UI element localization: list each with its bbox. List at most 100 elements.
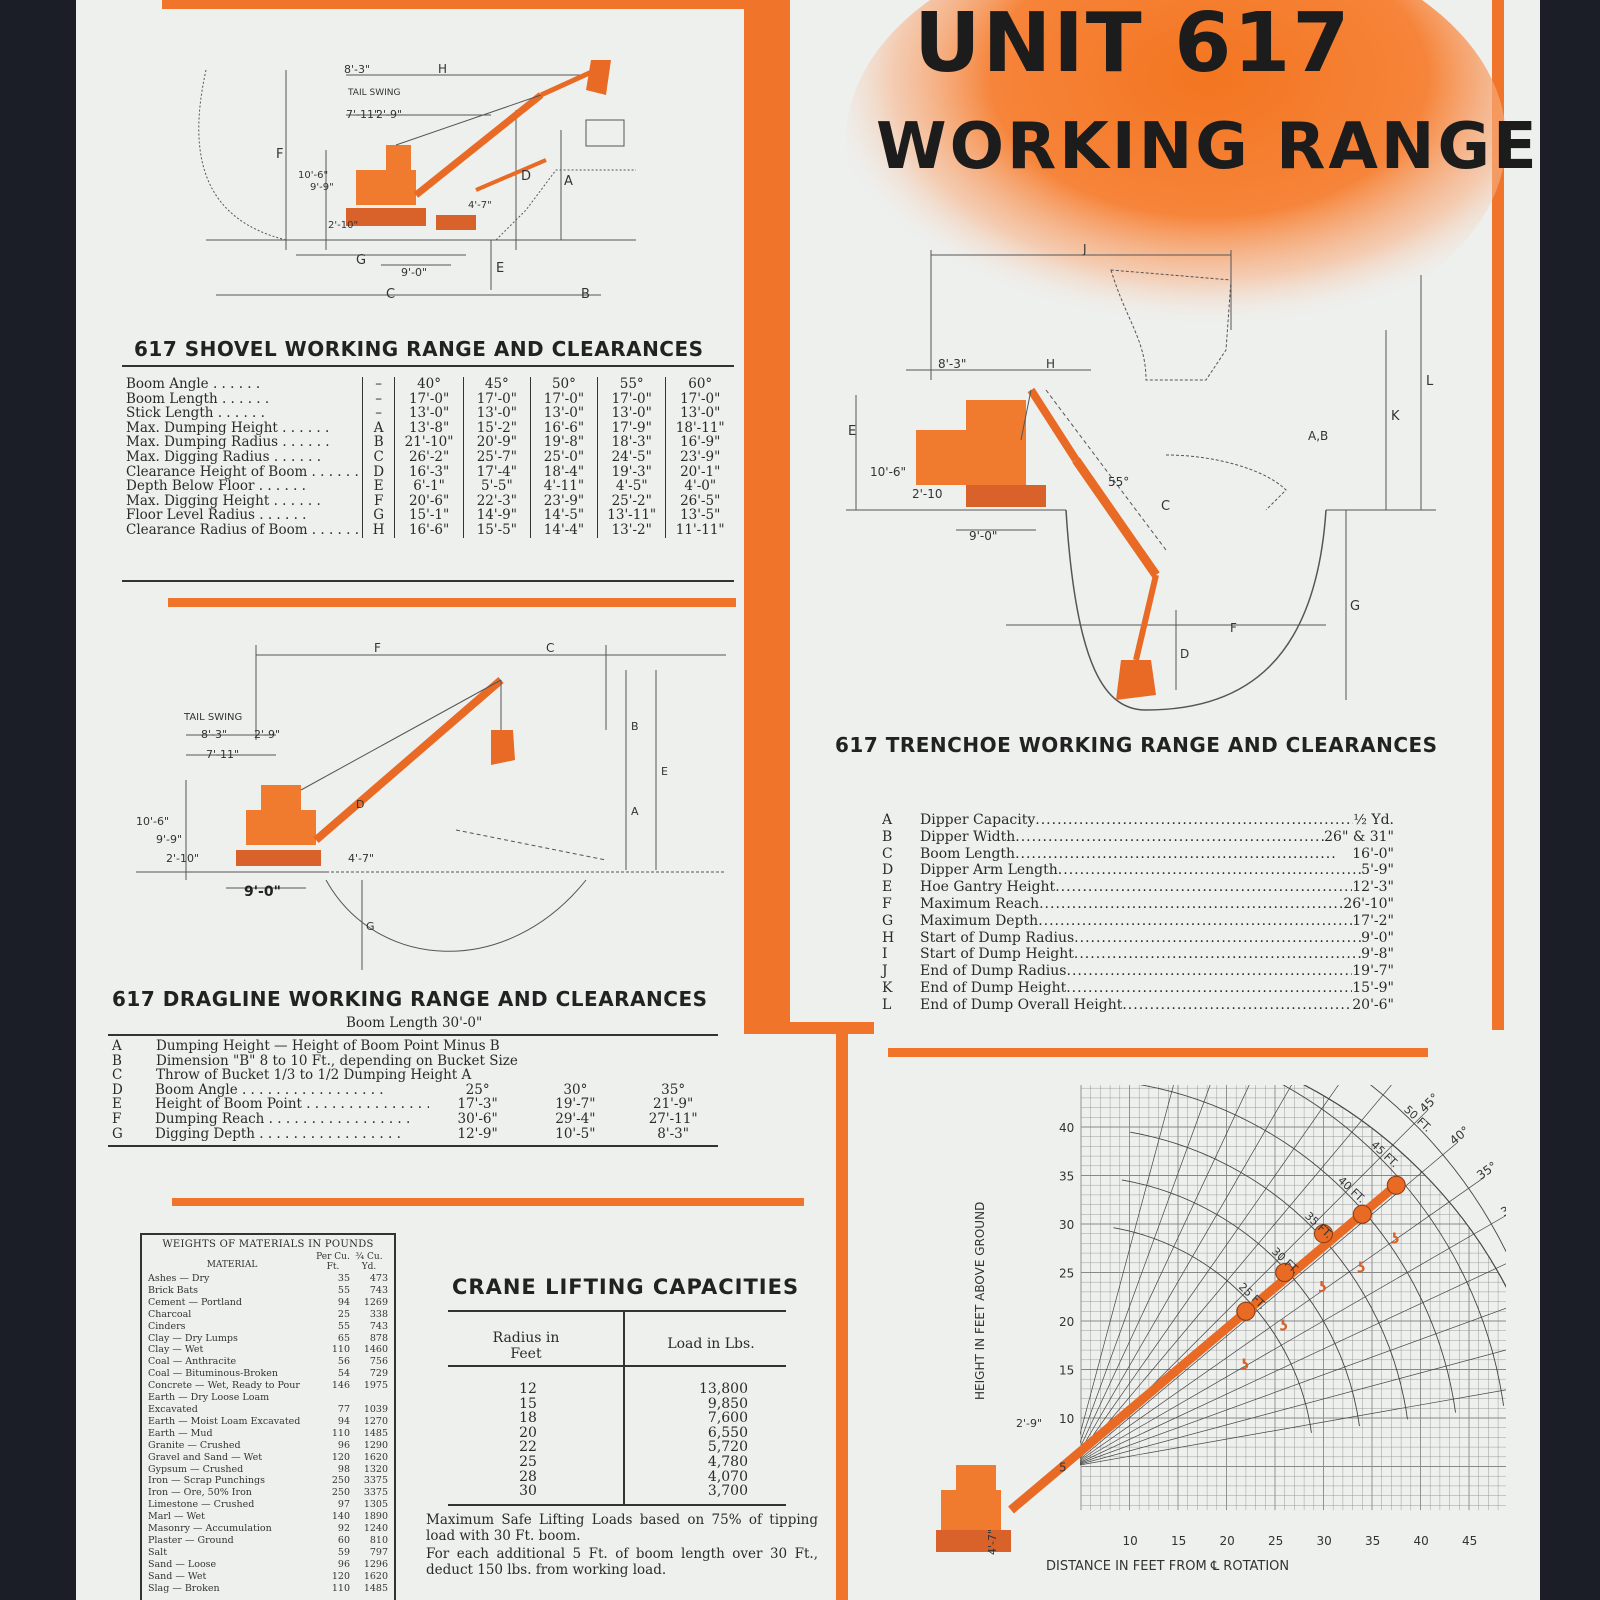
shovel-row-key: C (362, 450, 395, 465)
shovel-row-key: A (362, 421, 395, 436)
hook-icon: ʖ (1280, 1319, 1288, 1335)
shovel-dim-tail: TAIL SWING (347, 88, 400, 98)
crane-radius: 22 (519, 1439, 537, 1456)
shovel-dim-g: G (356, 253, 366, 268)
drag-dim-g: G (366, 920, 375, 933)
drag-dim-e: E (661, 765, 668, 778)
drag-dim-a: A (631, 805, 639, 818)
shovel-dim-90: 9'-0" (401, 266, 427, 279)
material-cuft: 120 (331, 1451, 350, 1463)
boom-arc (1369, 1085, 1506, 1253)
shovel-cell: 15'-1" (394, 508, 464, 523)
material-name: Earth — Mud (148, 1427, 213, 1439)
shovel-dim-210: 2'-10" (328, 220, 358, 231)
shovel-cell: 17'-0" (665, 391, 734, 407)
crane-tracks (936, 1530, 1011, 1552)
dragline-rule-bottom (108, 1145, 718, 1147)
material-cuft: 59 (337, 1546, 350, 1558)
shovel-row-key: F (362, 494, 395, 509)
material-name: Coal — Bituminous-Broken (148, 1368, 279, 1380)
horizontal-divider (744, 1022, 874, 1034)
shovel-row-label: Stick Length . . . . . . (126, 406, 265, 421)
material-name: Cement — Portland (148, 1296, 242, 1308)
shovel-cell: 6'-1" (394, 479, 464, 494)
shovel-table: Boom Angle . . . . . .–40°45°50°55°60°Bo… (122, 377, 734, 538)
shovel-cell: 16'-9" (665, 435, 734, 450)
tr-dim-83: 8'-3" (938, 357, 966, 371)
shovel-dim-c: C (386, 287, 395, 302)
boom-arc (1139, 1085, 1456, 1413)
trenchoe-spec-dots: ........................................… (1066, 963, 1353, 980)
range-ylabel: HEIGHT IN FEET ABOVE GROUND (973, 1202, 987, 1400)
range-ytick: 10 (1059, 1412, 1074, 1426)
dragline-diagram: F C TAIL SWING 8'-3" 2'-9" 7'-11" B E A … (136, 641, 726, 970)
drag-dim-711: 7'-11" (206, 748, 239, 761)
shovel-cell: 25'-2" (596, 494, 666, 509)
trenchoe-spec-label: Dipper Arm Length (920, 862, 1058, 879)
shovel-cell: 20'-9" (462, 435, 531, 450)
shovel-cell: 19'-3" (596, 464, 666, 480)
shovel-row-label: Clearance Radius of Boom . . . . . . (126, 522, 360, 538)
dragline-cell: 10'-5" (555, 1125, 596, 1142)
shovel-cell: 26'-5" (665, 494, 734, 509)
shovel-cell: 40° (394, 377, 464, 392)
trenchoe-spec-value: 26" & 31" (1324, 828, 1394, 845)
trenchoe-spec-value: 20'-6" (1352, 996, 1394, 1013)
tr-dim-k: K (1391, 409, 1400, 424)
shovel-cell: 4'-5" (596, 479, 666, 494)
boom-point-marker (1314, 1224, 1333, 1244)
trenchoe-spec-label: Start of Dump Height (920, 946, 1074, 963)
material-name: Coal — Anthracite (148, 1356, 237, 1368)
crane-load: 7,600 (707, 1410, 748, 1427)
angle-ray (1070, 1085, 1174, 1467)
shovel-cell: 15'-5" (462, 523, 531, 538)
material-cuft: 140 (331, 1511, 350, 1523)
material-cuft: 94 (337, 1296, 350, 1308)
angle-ray (1071, 1215, 1506, 1467)
dragline-note-text: Throw of Bucket 1/3 to 1/2 Dumping Heigh… (156, 1067, 472, 1084)
shovel-cell: 20'-1" (665, 464, 734, 480)
materials-box: WEIGHTS OF MATERIALS IN POUNDS MATERIAL … (140, 1233, 396, 1600)
trenchoe-spec-label: End of Dump Height (920, 979, 1067, 996)
shovel-row-label: Max. Digging Height . . . . . . (126, 493, 321, 509)
drag-dim-106: 10'-6" (136, 815, 169, 828)
dragline-cell: 30'-6" (457, 1110, 498, 1127)
left-cover (856, 1085, 1080, 1525)
shovel-cell: 13'-11" (596, 508, 666, 523)
material-cuft: 25 (337, 1308, 350, 1320)
material-cuft: 92 (337, 1523, 350, 1535)
material-yd: 797 (369, 1546, 388, 1558)
range-xtick: 40 (1414, 1534, 1429, 1548)
range-ytick: 45 (1059, 1085, 1074, 1087)
shovel-cell: 16'-3" (394, 464, 464, 480)
trenchoe-spec-dots: ........................................… (1057, 862, 1362, 879)
tr-dim-l: L (1426, 374, 1434, 389)
trenchoe-spec-key: I (882, 946, 888, 963)
crane-rule-bottom (448, 1504, 786, 1506)
drag-dim-47: 4'-7" (348, 852, 374, 865)
material-yd: 1296 (363, 1558, 388, 1570)
tr-dim-f: F (1230, 621, 1237, 635)
boom-point-marker (1275, 1263, 1295, 1282)
tr-dim-ab: A,B (1308, 429, 1328, 443)
shovel-cell: 13'-0" (394, 406, 464, 421)
